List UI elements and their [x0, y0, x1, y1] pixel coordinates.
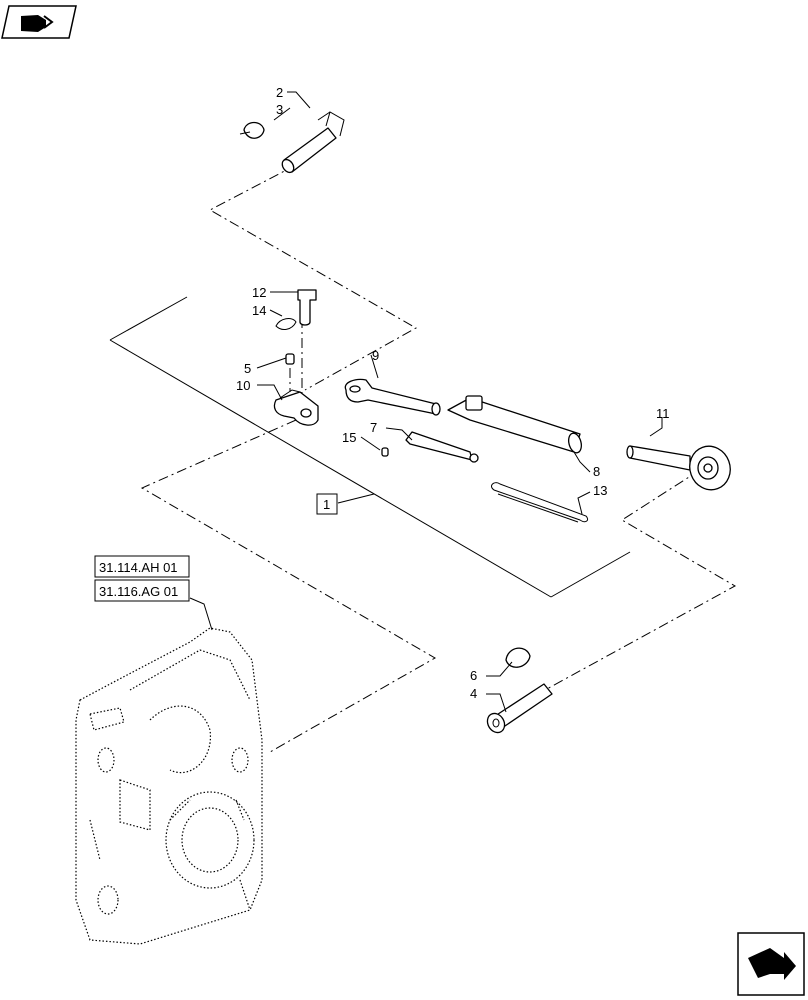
part-lower-pin — [486, 647, 553, 734]
callout-3: 3 — [276, 102, 283, 117]
reference-boxes[interactable]: 31.114.AH 01 31.116.AG 01 — [94, 555, 190, 602]
part-spring-clip — [491, 482, 589, 523]
part-threaded-pin — [381, 431, 479, 463]
callout-9: 9 — [372, 348, 379, 363]
callout-leaders — [189, 91, 663, 713]
callout-11: 11 — [656, 406, 670, 421]
reference-31-116[interactable]: 31.116.AG 01 — [99, 584, 178, 599]
assembly-outline — [109, 296, 631, 598]
part-clevis-pin — [275, 289, 317, 330]
part-tube — [447, 395, 582, 454]
callout-4: 4 — [470, 686, 477, 701]
callout-13: 13 — [593, 483, 607, 498]
callout-12: 12 — [252, 285, 266, 300]
part-yoke — [273, 389, 319, 426]
callout-1: 1 — [323, 497, 330, 512]
assembly-dash-lines — [140, 164, 737, 753]
part-ball-joint — [626, 445, 731, 491]
transmission-housing — [75, 627, 263, 945]
part-link-rod — [344, 378, 441, 416]
callout-1-box[interactable]: 1 — [316, 493, 338, 515]
callout-6: 6 — [470, 668, 477, 683]
next-page-arrow-icon[interactable] — [737, 932, 805, 996]
callout-14: 14 — [252, 303, 266, 318]
callout-labels: 2 3 12 14 5 10 9 7 15 8 11 13 6 4 — [236, 85, 670, 701]
callout-7: 7 — [370, 420, 377, 435]
callout-2: 2 — [276, 85, 283, 100]
reference-31-114[interactable]: 31.114.AH 01 — [99, 560, 178, 575]
callout-15: 15 — [342, 430, 356, 445]
part-pin-with-handle — [239, 111, 345, 174]
part-nut — [285, 353, 295, 365]
callout-10: 10 — [236, 378, 250, 393]
callout-5: 5 — [244, 361, 251, 376]
book-arrow-icon[interactable] — [1, 5, 77, 39]
callout-8: 8 — [593, 464, 600, 479]
